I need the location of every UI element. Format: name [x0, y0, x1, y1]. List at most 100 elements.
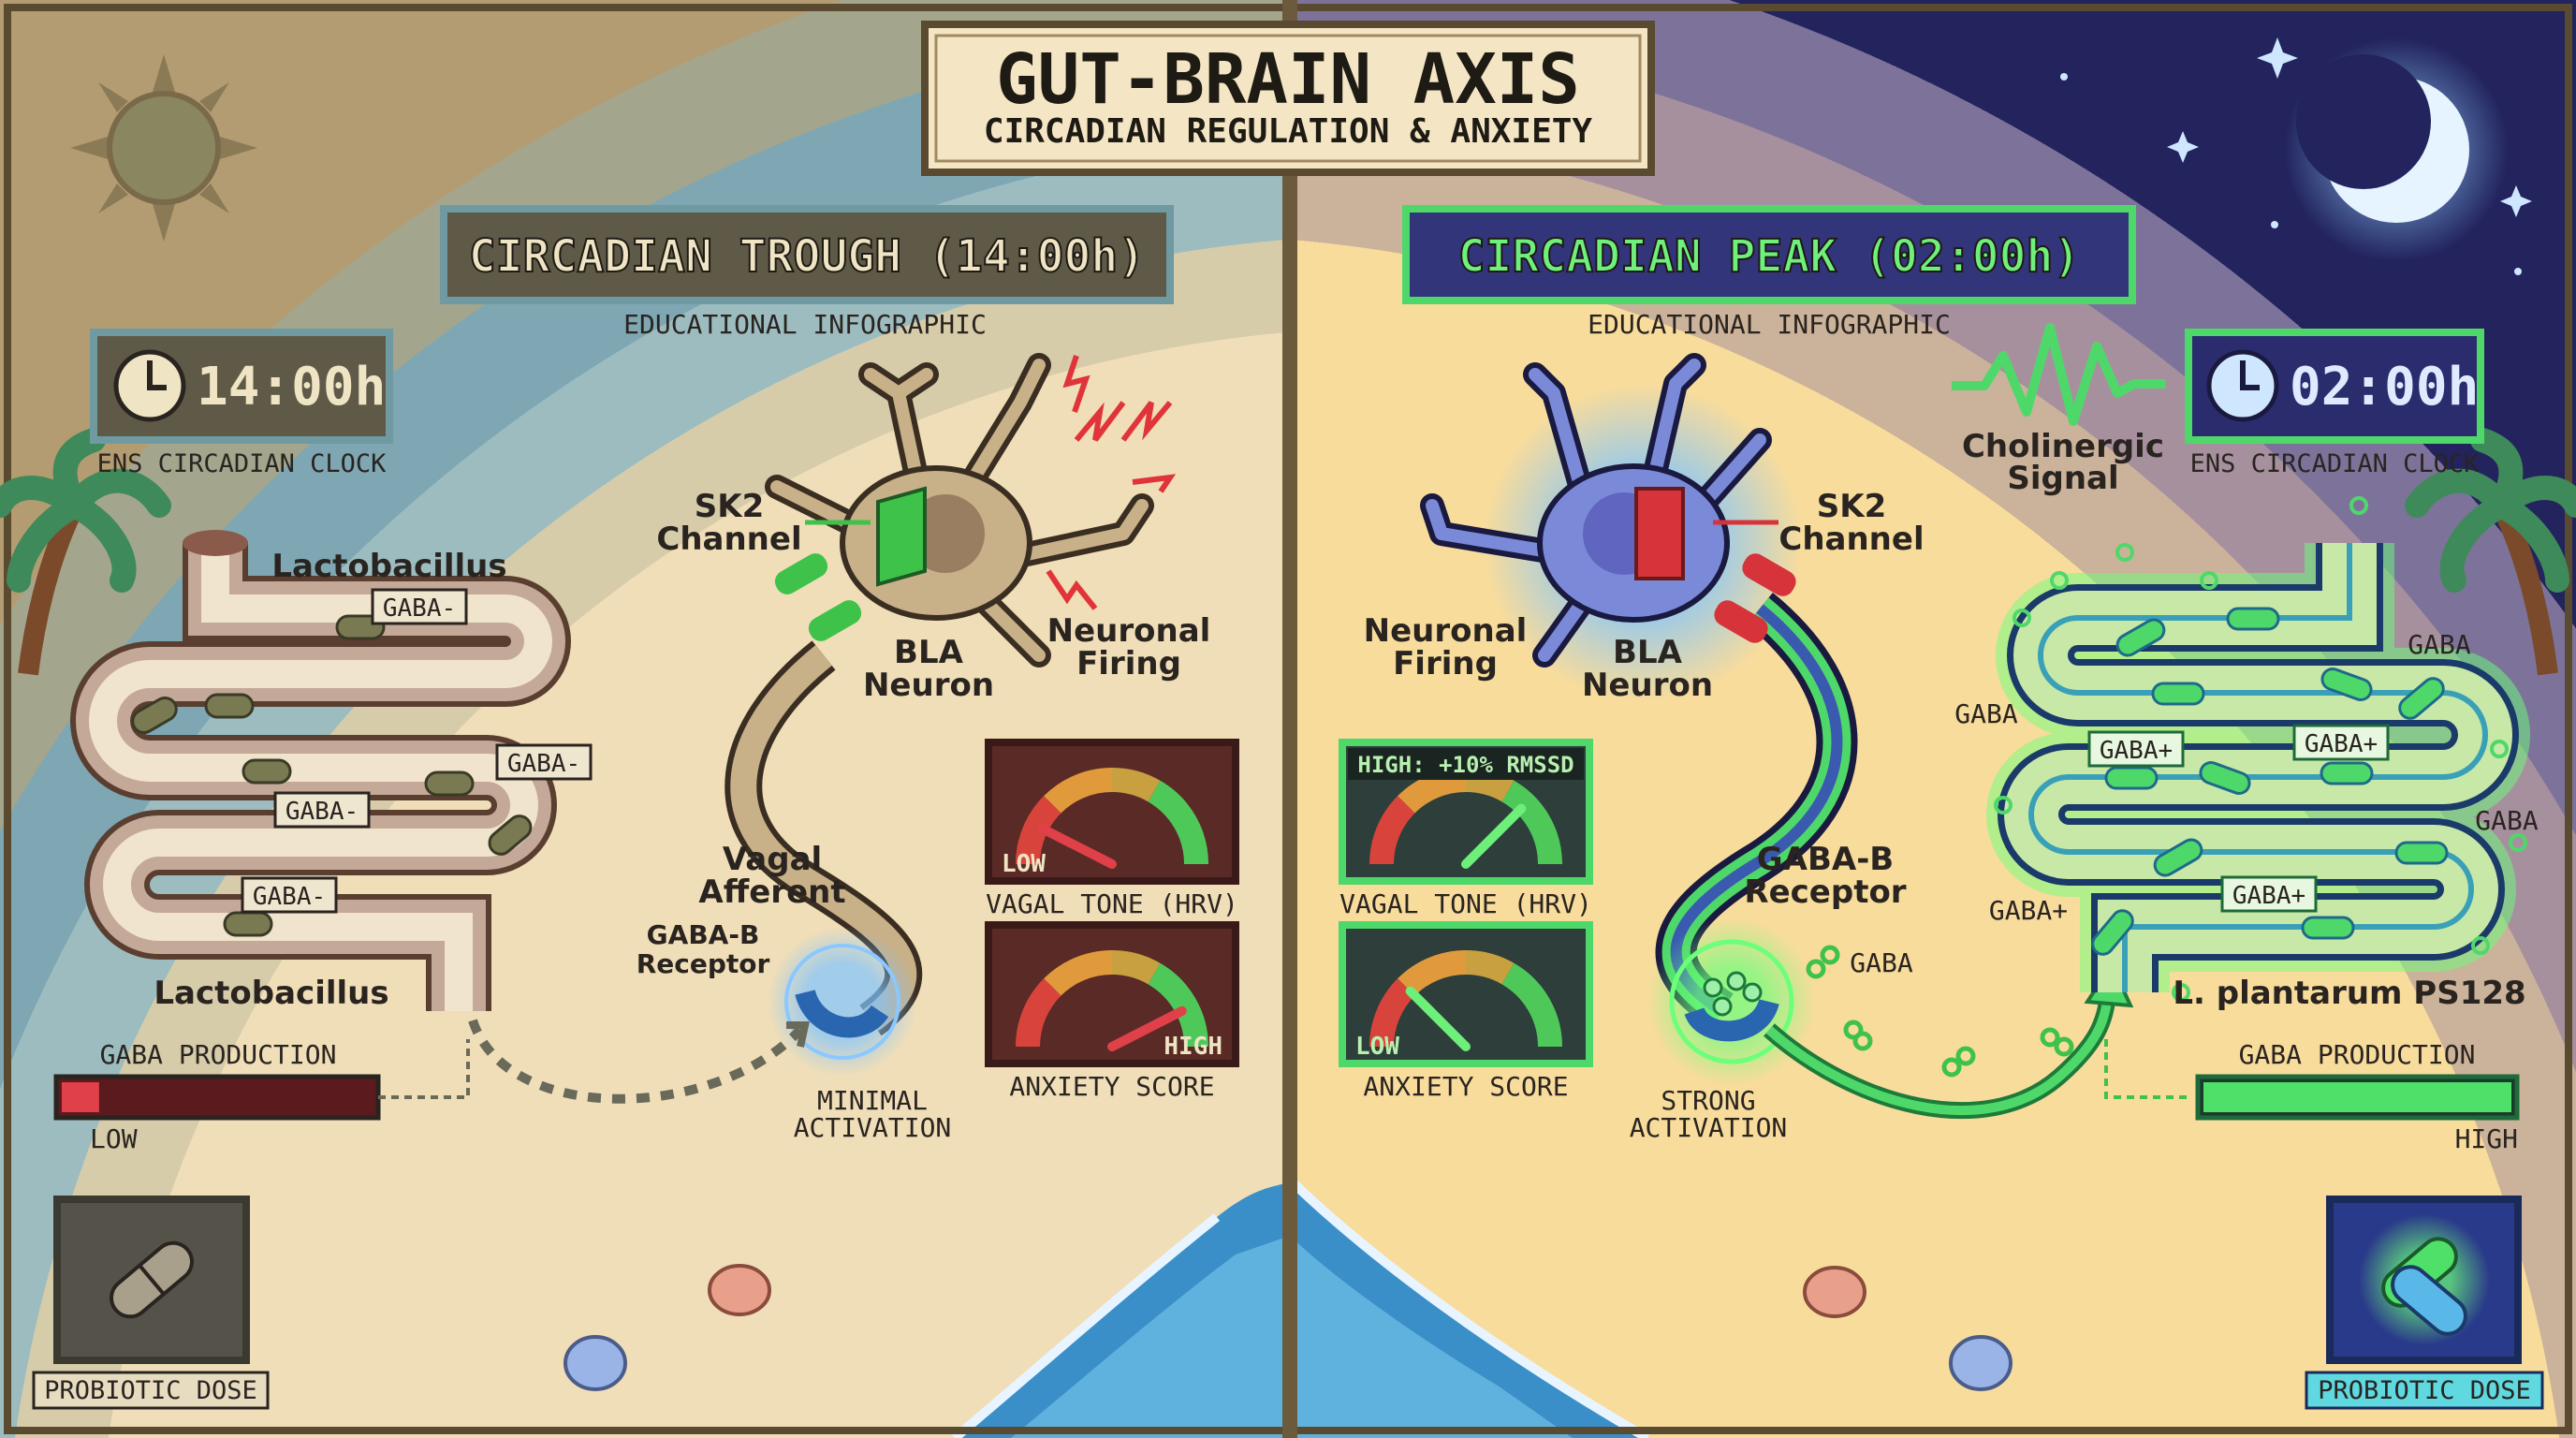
gauge-arc-segment: [1369, 796, 1415, 865]
right-bacteria-label: L. plantarum PS128: [2173, 975, 2525, 1012]
left-production-label: GABA PRODUCTION: [100, 1039, 337, 1070]
left-production-fill: [62, 1082, 99, 1112]
gaba-tag: GABA+: [2100, 737, 2173, 765]
right-gaba-tags: GABA+ GABA+ GABA+: [2087, 724, 2390, 913]
gauge-arc-segment: [1501, 780, 1562, 865]
pill-icon: [2381, 1237, 2467, 1336]
left-production-level: LOW: [90, 1123, 138, 1154]
gaba-label: GABA: [1954, 698, 2018, 729]
right-header-title: CIRCADIAN PEAK (02:00h): [1458, 230, 2081, 283]
gauge-reading: LOW: [1002, 850, 1046, 878]
gauge-label: ANXIETY SCORE: [1009, 1071, 1214, 1102]
gauge-arc-segment: [1465, 768, 1515, 802]
left-production-bar: [53, 1074, 381, 1121]
gauge-arc-segment: [1369, 978, 1415, 1048]
gaba-particles: [1806, 945, 2074, 1078]
left-subtitle: EDUCATIONAL INFOGRAPHIC: [623, 309, 987, 340]
left-gauge-vagal-tone: LOW VAGAL TONE (HRV): [985, 739, 1239, 919]
left-gaba-dashed-arrow: [468, 1019, 804, 1104]
left-lactobacillus-bottom-label: Lactobacillus: [154, 975, 388, 1012]
title-box: GUT-BRAIN AXIS CIRCADIAN REGULATION & AN…: [921, 21, 1655, 176]
right-production-level: HIGH: [2455, 1123, 2518, 1154]
gauge-label: VAGAL TONE (HRV): [986, 888, 1238, 919]
sk2-channel-closed: [1634, 487, 1685, 580]
right-gut: [1986, 496, 2530, 1002]
right-production-label: GABA PRODUCTION: [2239, 1039, 2476, 1070]
right-header: CIRCADIAN PEAK (02:00h): [1402, 205, 2136, 304]
right-subtitle: EDUCATIONAL INFOGRAPHIC: [1588, 309, 1951, 340]
palm-tree-left: [0, 428, 171, 676]
right-receptor-gaba-label: GABA: [1850, 947, 1913, 978]
gaba-tag: GABA+: [2305, 730, 2378, 758]
right-probiotic-dose-button[interactable]: PROBIOTIC DOSE: [2305, 1196, 2544, 1410]
stars: [2060, 37, 2532, 275]
right-production-fill: [2203, 1082, 2511, 1112]
right-gaba-b-receptor: [1647, 917, 1816, 1086]
left-gaba-tags: GABA- GABA- GABA- GABA-: [241, 588, 593, 914]
sk2-channel-open: [876, 486, 927, 587]
left-header: CIRCADIAN TROUGH (14:00h): [440, 205, 1174, 304]
gaba-tag: GABA+: [2232, 882, 2305, 910]
gauge-arc-segment: [1148, 780, 1208, 865]
right-clock-time: 02:00h: [2290, 357, 2479, 418]
gaba-label: GABA: [2408, 629, 2471, 660]
gauge-arc-segment: [1044, 950, 1113, 996]
right-probiotic-dose-label: PROBIOTIC DOSE: [2318, 1376, 2531, 1405]
neuronal-firing-bolts: [1046, 355, 1177, 610]
gauge-arc-segment: [1044, 768, 1113, 814]
left-gut: [70, 530, 571, 1011]
gauge-arc-segment: [1016, 978, 1061, 1048]
center-divider: [1282, 0, 1297, 1438]
gauge-needle: [1405, 986, 1471, 1051]
moon-icon: [2284, 37, 2509, 262]
gauge-reading: LOW: [1355, 1033, 1399, 1061]
right-clock-label: ENS CIRCADIAN CLOCK: [2190, 449, 2481, 478]
pill-icon: [110, 1240, 194, 1319]
gauge-arc-segment: [1111, 768, 1161, 802]
gauge-label: ANXIETY SCORE: [1363, 1071, 1568, 1102]
right-gauge-anxiety-score: LOW ANXIETY SCORE: [1339, 921, 1593, 1102]
main-title: GUT-BRAIN AXIS: [996, 39, 1580, 120]
gauge-label: VAGAL TONE (HRV): [1339, 888, 1592, 919]
right-gaba-labels: GABA GABA GABA GABA+: [1954, 629, 2539, 926]
gaba-tag: GABA-: [253, 883, 326, 911]
left-gaba-b-receptor: [768, 927, 917, 1077]
gauge-arc-segment: [1016, 796, 1061, 865]
palm-tree-right: [2405, 428, 2576, 676]
left-lactobacillus-top-label: Lactobacillus: [271, 548, 506, 585]
gauge-needle: [1037, 823, 1117, 869]
gauge-needle: [1461, 803, 1527, 869]
gauge-arc-segment: [1111, 950, 1161, 985]
left-header-title: CIRCADIAN TROUGH (14:00h): [469, 230, 1145, 283]
gauge-arc-segment: [1398, 950, 1467, 996]
gauge-reading: HIGH: [1164, 1033, 1222, 1061]
sun-icon: [70, 54, 257, 242]
gaba-tag: GABA-: [285, 798, 359, 826]
gauge-arc-segment: [1501, 962, 1562, 1048]
gauge-needle: [1107, 1005, 1187, 1051]
gauge-arc-segment: [1465, 950, 1515, 985]
left-clock-label: ENS CIRCADIAN CLOCK: [97, 449, 388, 478]
cholinergic-wave-icon: [1952, 323, 2165, 426]
gauges: LOW VAGAL TONE (HRV) HIGH ANXIETY SCORE HIGH…: [985, 739, 1593, 1102]
left-clock-time: 14:00h: [197, 357, 386, 418]
left-probiotic-dose-button[interactable]: PROBIOTIC DOSE: [32, 1196, 270, 1410]
gaba-tag: GABA-: [383, 594, 456, 623]
left-clock: 14:00h: [90, 329, 393, 444]
left-probiotic-dose-label: PROBIOTIC DOSE: [44, 1376, 257, 1405]
gauge-arc-segment: [1398, 768, 1467, 814]
seashells: [564, 1264, 2012, 1391]
gauge-arc-segment: [1148, 962, 1208, 1048]
